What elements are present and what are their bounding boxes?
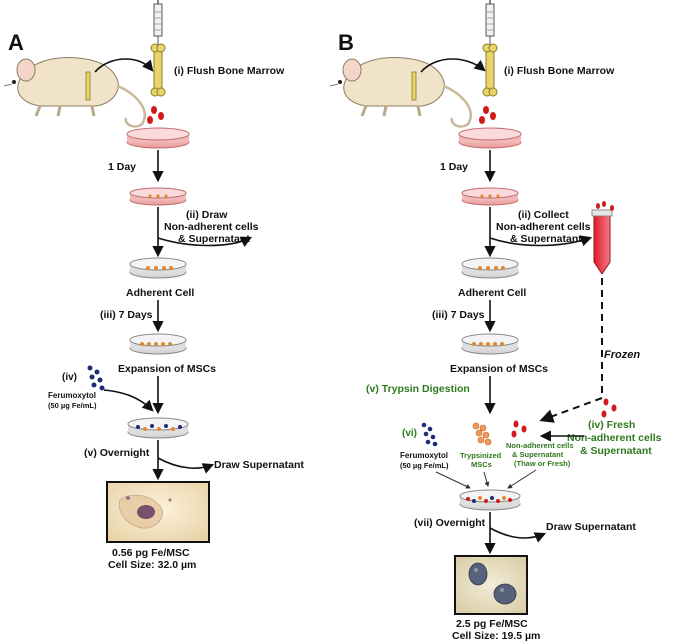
overnight-label-b: (vii) Overnight: [414, 517, 486, 529]
ferumoxytol-particles-b: [421, 422, 438, 447]
panel-b: B (i) Flush Bone Marrow: [329, 0, 662, 642]
trypsinized-label-b-1: Trypsinized: [460, 451, 502, 460]
draw-branch-arrow-a: [157, 236, 253, 248]
draw-supernatant-arrow-a: [157, 457, 215, 474]
ferumoxytol-dose-a: (50 µg Fe/mL): [48, 401, 97, 410]
syringe-icon: [485, 0, 495, 46]
nonadh-label-b-3: (Thaw or Fresh): [514, 459, 571, 468]
nonadh-label-b-2: & Supernatant: [512, 450, 564, 459]
frozen-label: Frozen: [604, 349, 640, 361]
culture-dish-3-b: [461, 257, 519, 279]
panel-b-letter: B: [338, 30, 354, 55]
red-cells-a: [147, 106, 164, 124]
panel-a: A (i) Flush Bone Marrow: [3, 0, 304, 571]
ferumoxytol-label-b: Ferumoxytol: [400, 451, 448, 460]
mouse-icon: [329, 57, 472, 128]
culture-dish-2-a: [129, 187, 187, 206]
iv-label-a: (iv): [62, 372, 77, 383]
result-fe-b: 2.5 pg Fe/MSC: [456, 618, 528, 630]
adherent-label-a: Adherent Cell: [126, 287, 194, 299]
flush-label-b: (i) Flush Bone Marrow: [504, 65, 615, 77]
ferumoxytol-dose-b: (50 µg Fe/mL): [400, 461, 449, 470]
trypsin-label-b: (v) Trypsin Digestion: [366, 383, 470, 395]
fresh-label-b-1: (iv) Fresh: [588, 419, 635, 431]
collect-branch-arrow-b: [489, 235, 593, 247]
culture-dish-5-b: [459, 489, 521, 511]
culture-dish-1-b: [458, 127, 522, 149]
ferumoxytol-particles-a: [87, 365, 105, 391]
draw-label-a-1: (ii) Draw: [186, 209, 228, 221]
trypsinized-label-b-2: MSCs: [471, 460, 492, 469]
input-arrow-left: [435, 471, 471, 489]
overnight-label-a: (v) Overnight: [84, 447, 150, 459]
ferumoxytol-arrow-a: [103, 389, 154, 412]
mouse-to-bone-arrow: [420, 58, 486, 73]
bone-icon: [482, 43, 498, 97]
vi-label-b: (vi): [402, 428, 417, 439]
draw-label-a-3: & Supernatant: [178, 233, 250, 245]
fresh-label-b-2: Non-adherent cells: [567, 432, 662, 444]
one-day-label-a: 1 Day: [108, 161, 136, 173]
frozen-to-nonadh-arrow: [539, 397, 603, 423]
fresh-red-cells-b: [601, 398, 617, 418]
expansion-label-b: Expansion of MSCs: [450, 363, 548, 375]
mouse-to-bone-arrow: [94, 58, 154, 73]
culture-dish-1-a: [126, 127, 190, 149]
flush-label-a: (i) Flush Bone Marrow: [174, 65, 285, 77]
nonadh-label-b-1: Non-adherent cells: [506, 441, 574, 450]
panel-a-letter: A: [8, 30, 24, 55]
seven-days-label-b: (iii) 7 Days: [432, 309, 485, 321]
nonadherent-red-cells-b: [511, 420, 527, 438]
expansion-label-a: Expansion of MSCs: [118, 363, 216, 375]
collection-tube-icon: [591, 201, 614, 275]
fresh-label-b-3: & Supernatant: [580, 445, 652, 457]
draw-supernatant-label-a: Draw Supernatant: [214, 459, 304, 471]
ferumoxytol-label-a: Ferumoxytol: [48, 391, 96, 400]
collect-label-b-3: & Supernatant: [510, 233, 582, 245]
input-arrow-right: [507, 469, 537, 489]
seven-days-label-a: (iii) 7 Days: [100, 309, 153, 321]
draw-supernatant-label-b: Draw Supernatant: [546, 521, 636, 533]
adherent-label-b: Adherent Cell: [458, 287, 526, 299]
draw-supernatant-arrow-b: [489, 527, 547, 543]
result-size-b: Cell Size: 19.5 µm: [452, 630, 540, 642]
input-arrow-middle: [483, 471, 490, 487]
collect-label-b-2: Non-adherent cells: [496, 221, 591, 233]
draw-label-a-2: Non-adherent cells: [164, 221, 259, 233]
bone-icon: [150, 43, 166, 97]
one-day-label-b: 1 Day: [440, 161, 468, 173]
culture-dish-4-b: [461, 333, 519, 355]
red-cells-b: [479, 106, 496, 124]
collect-label-b-1: (ii) Collect: [518, 209, 569, 221]
result-size-a: Cell Size: 32.0 µm: [108, 559, 196, 571]
culture-dish-5-a: [127, 417, 189, 439]
culture-dish-4-a: [129, 333, 187, 355]
culture-dish-3-a: [129, 257, 187, 279]
result-fe-a: 0.56 pg Fe/MSC: [112, 547, 190, 559]
mouse-icon: [3, 57, 146, 128]
culture-dish-2-b: [461, 187, 519, 206]
syringe-icon: [153, 0, 163, 46]
micrograph-b: [454, 555, 528, 615]
trypsinized-mscs-icon: [472, 422, 492, 446]
micrograph-a: [106, 481, 210, 543]
